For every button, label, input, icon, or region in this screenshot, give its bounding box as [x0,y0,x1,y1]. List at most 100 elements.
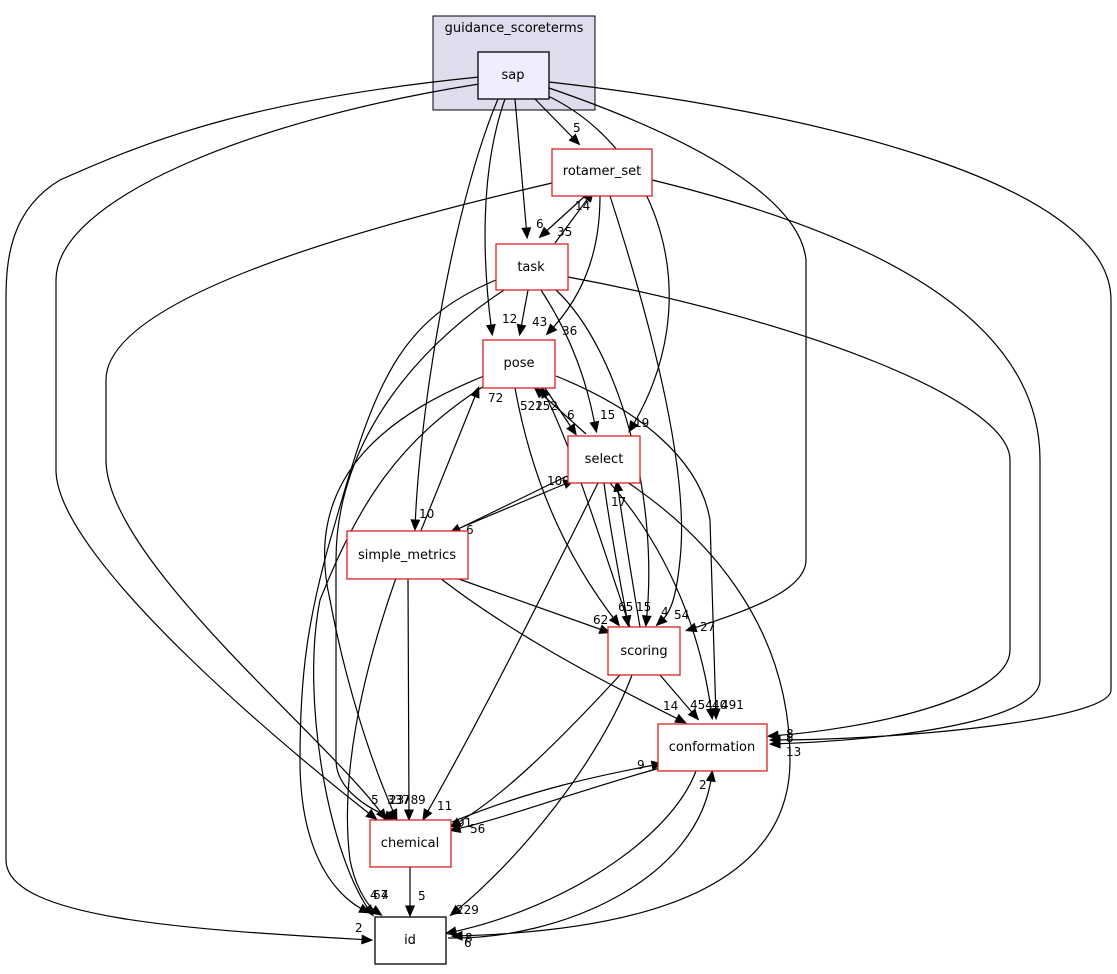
edge-label-select-to-conformation[interactable]: 40 [712,698,727,712]
edge-label-scoring-to-id[interactable]: 229 [456,903,479,917]
edge-simple_metrics-to-conformation[interactable] [439,577,685,723]
edge-sap-to-pose[interactable] [484,98,506,334]
edge-sap-to-id[interactable] [5,76,480,941]
edge-rotamer_set-to-conformation[interactable] [651,179,1041,745]
edge-pose-to-chemical[interactable] [324,375,485,819]
edge-label-task-to-id[interactable]: 4 [381,888,389,902]
node-scoring[interactable]: scoring [607,626,681,676]
edge-label-rotamer_set-to-conformation[interactable]: 13 [786,745,801,759]
edge-rotamer_set-to-task[interactable] [540,195,586,237]
node-select[interactable]: select [567,435,641,484]
edge-label-sap-to-select[interactable]: 19 [634,416,649,430]
edge-label-scoring-to-pose[interactable]: 522 [520,399,543,413]
edge-label-simple_metrics-to-select[interactable]: 100 [547,474,570,488]
edge-sap-to-scoring[interactable] [548,87,807,631]
edge-label-id-to-conformation[interactable]: 2 [699,778,707,792]
edge-pose-to-id[interactable] [313,385,485,915]
edge-scoring-to-id[interactable] [451,674,633,915]
edge-sap-to-chemical[interactable] [55,83,480,819]
edge-label-pose-to-chemical[interactable]: 337 [387,793,410,807]
edge-select-to-conformation[interactable] [609,482,713,718]
edge-label-simple_metrics-to-conformation[interactable]: 14 [663,699,678,713]
edge-label-scoring-to-chemical[interactable]: 91 [457,816,472,830]
edge-task-to-chemical[interactable] [335,279,521,819]
edge-rotamer_set-to-scoring[interactable] [609,195,683,625]
edge-simple_metrics-to-chemical[interactable] [407,577,410,819]
edge-conformation-to-id[interactable] [447,770,697,934]
edge-label-pose-to-id[interactable]: 67 [373,888,388,902]
node-task[interactable]: task [495,243,569,291]
edge-label-sap-to-task[interactable]: 6 [536,217,544,231]
edge-label-sap-to-chemical[interactable]: 5 [371,793,379,807]
edge-select-to-id[interactable] [453,479,791,937]
edge-label-chemical-to-conformation[interactable]: 9 [637,758,645,772]
edge-sap-to-task[interactable] [514,98,528,237]
edge-label-select-to-chemical[interactable]: 11 [437,799,452,813]
edge-label-select-to-simple_metrics[interactable]: 6 [466,523,474,537]
node-pose[interactable]: pose [482,339,556,389]
edge-label-rotamer_set-to-pose[interactable]: 36 [562,324,577,338]
edge-scoring-to-select[interactable] [616,482,641,628]
edge-sap-to-conformation[interactable] [548,81,1112,741]
edge-task-to-conformation[interactable] [567,276,1011,737]
edge-label-sap-to-pose[interactable]: 12 [502,312,517,326]
edge-label-pose-to-conformation[interactable]: 491 [721,698,744,712]
edge-pose-to-conformation[interactable] [555,375,717,718]
edge-label-select-to-scoring[interactable]: 15 [636,600,651,614]
edge-label-rotamer_set-to-scoring[interactable]: 4 [661,605,669,619]
edge-conformation-to-chemical[interactable] [451,767,661,831]
node-id[interactable]: id [374,916,447,965]
edge-rotamer_set-to-chemical[interactable] [105,182,553,819]
edge-label-select-to-id[interactable]: 8 [465,931,473,945]
edge-rotamer_set-to-pose[interactable] [547,195,601,334]
edge-pose-to-scoring[interactable] [514,387,619,625]
edge-scoring-to-conformation[interactable] [659,674,698,719]
edge-label-task-to-scoring[interactable]: 54 [674,608,689,622]
edge-sap-to-select[interactable] [547,95,670,431]
edge-label-sap-to-conformation[interactable]: 8 [786,731,794,745]
edge-label-scoring-to-select[interactable]: 17 [611,495,626,509]
edge-label-rotamer_set-to-chemical[interactable]: 23 [389,793,404,807]
edge-task-to-select[interactable] [540,289,597,431]
edge-label-simple_metrics-to-pose[interactable]: 72 [488,391,503,405]
edge-task-to-scoring[interactable] [555,289,650,625]
edge-simple_metrics-to-id[interactable] [346,577,397,915]
edge-task-to-rotamer_set[interactable] [554,192,593,244]
edge-label-chemical-to-id[interactable]: 5 [418,889,426,903]
edge-label-simple_metrics-to-scoring[interactable]: 62 [593,613,608,627]
edge-label-select-to-pose[interactable]: 152 [535,399,558,413]
edge-simple_metrics-to-select[interactable] [459,480,573,529]
edge-label-pose-to-scoring[interactable]: 65 [618,600,633,614]
edge-simple_metrics-to-pose[interactable] [419,388,479,534]
edge-label-conformation-to-id[interactable]: 6 [464,936,472,950]
edge-simple_metrics-to-scoring[interactable] [455,577,609,633]
edge-label-task-to-pose[interactable]: 43 [532,315,547,329]
edge-label-sap-to-rotamer_set[interactable]: 5 [573,121,581,135]
node-rotamer-set[interactable]: rotamer_set [551,148,653,197]
edge-sap-to-simple_metrics[interactable] [414,98,499,529]
edge-chemical-to-conformation[interactable] [451,763,661,823]
edge-select-to-chemical[interactable] [423,482,599,819]
edge-label-task-to-rotamer_set[interactable]: 14 [575,199,590,213]
edge-label-rotamer_set-to-task[interactable]: 35 [557,225,572,239]
edge-task-to-id[interactable] [299,279,497,913]
edge-label-task-to-chemical[interactable]: 78 [403,793,418,807]
node-chemical[interactable]: chemical [369,819,452,868]
node-sap[interactable]: sap [477,51,550,100]
node-conformation[interactable]: conformation [657,723,768,772]
edge-id-to-conformation[interactable] [447,772,713,939]
edge-label-sap-to-scoring[interactable]: 27 [700,620,715,634]
edge-scoring-to-pose[interactable] [541,388,631,628]
edge-label-task-to-select[interactable]: 15 [600,408,615,422]
edge-label-simple_metrics-to-chemical[interactable]: 9 [418,793,426,807]
node-simple-metrics[interactable]: simple_metrics [346,530,469,580]
edge-label-sap-to-id[interactable]: 2 [355,921,363,935]
edge-label-scoring-to-conformation[interactable]: 454 [690,698,713,712]
edge-select-to-scoring[interactable] [603,482,629,625]
edge-label-pose-to-select[interactable]: 6 [567,408,575,422]
edge-label-conformation-to-chemical[interactable]: 56 [470,822,485,836]
edge-sap-to-rotamer_set[interactable] [534,98,579,144]
edge-label-task-to-conformation[interactable]: 8 [786,727,794,741]
edge-label-sap-to-simple_metrics[interactable]: 10 [419,507,434,521]
edge-label-simple_metrics-to-id[interactable]: 4 [370,888,378,902]
